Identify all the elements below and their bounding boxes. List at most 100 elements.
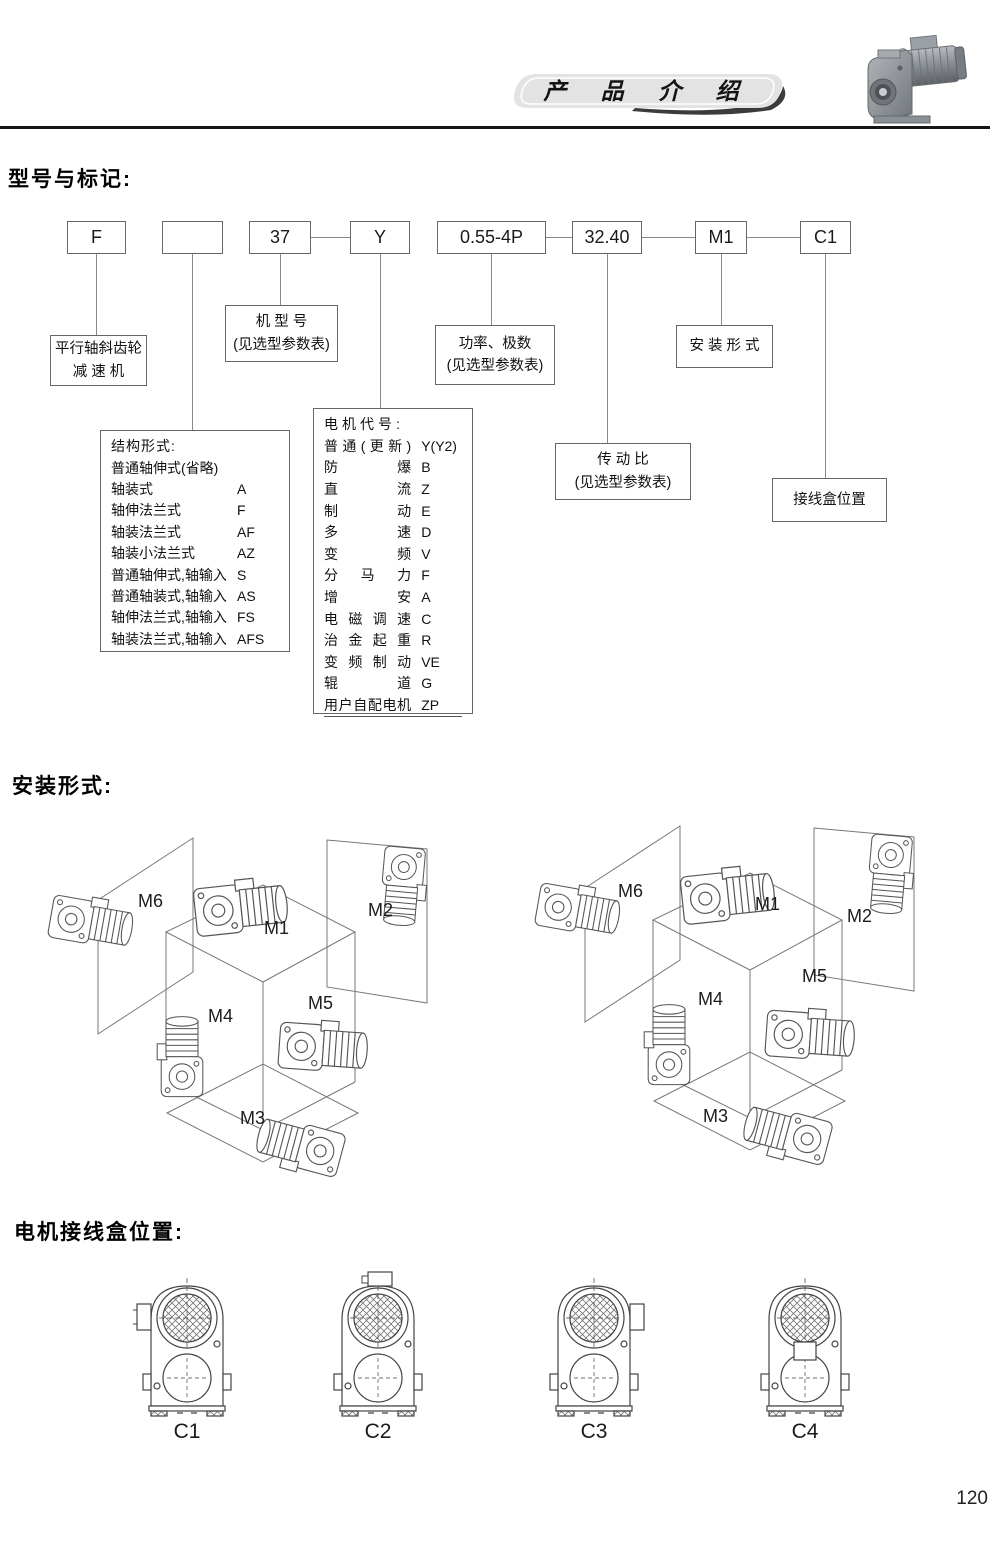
code-box-motor-code: Y [350,221,410,254]
motor-name: 直流 [324,480,412,497]
structure-name: 普通轴伸式,轴输入 [111,566,227,583]
callout-line: (见选型参数表) [446,358,544,374]
motor-code: C [421,610,432,627]
junction-label-c4: C4 [791,1420,819,1443]
leader-line [607,254,608,443]
code-box-terminal-box: C1 [800,221,851,254]
motor-view-c3 [549,1277,645,1417]
junction-section-heading: 电机接线盒位置: [14,1221,184,1244]
connector-line [642,237,695,238]
mounting-section-heading: 安装形式: [12,775,113,798]
motor-code-row: 变频制动 VE [324,651,462,673]
structure-row: 轴装小法兰式 AZ [111,543,279,564]
motor-box-title: 电机代号: [324,416,404,432]
junction-label-c3: C3 [580,1420,608,1443]
junction-label-c1: C1 [173,1420,201,1443]
motor-code: VE [421,653,440,670]
motor-code-row: 分马力 F [324,565,462,587]
leader-line [96,254,97,335]
motor-name: 防爆 [324,459,412,476]
callout-line: 传 动 比 [597,452,649,469]
code-box-structure [162,221,223,254]
structure-row: 普通轴伸式(省略) [111,457,279,478]
connector-line [311,237,350,238]
gearmotor-product-image [867,34,967,124]
motor-name: 变频制动 [324,653,412,670]
model-section-heading: 型号与标记: [8,168,132,191]
callout-line: (见选型参数表) [574,474,672,491]
structure-code: AS [237,588,256,605]
mount-label-m1: M1 [264,918,290,938]
motor-view-c1 [133,1277,232,1417]
mounting-diagram-right [517,788,977,1208]
structure-code: AZ [237,545,255,562]
junction-label-c2: C2 [364,1420,392,1443]
motor-view-c4 [760,1277,850,1417]
leader-line [491,254,492,325]
connector-line [747,237,800,238]
structure-code: AFS [237,630,265,647]
structure-name: 普通轴装式,轴输入 [111,588,227,605]
motor-name: 增安 [324,588,412,605]
mount-label-m3: M3 [240,1108,266,1128]
header-divider [0,126,990,129]
motor-code-row: 防爆 B [324,457,462,479]
motor-code-row: 治金起重 R [324,629,462,651]
mount-label-m5: M5 [308,993,334,1013]
mount-label-m6: M6 [138,891,164,911]
mount-label-m2: M2 [368,900,394,920]
callout-line: 安 装 形 式 [689,338,760,355]
structure-name: 轴装小法兰式 [111,545,195,562]
structure-code: AF [237,523,255,540]
motor-name: 分马力 [324,567,412,584]
connector-line [546,237,572,238]
motor-code: R [421,632,432,649]
motor-name: 多速 [324,524,412,541]
structure-name: 轴伸法兰式,轴输入 [111,609,227,626]
motor-code: F [421,567,430,584]
motor-code: Y(Y2) [421,437,457,454]
callout-power-poles: 功率、极数 (见选型参数表) [435,325,555,385]
motor-code-row: 普通(更新)Y(Y2) [324,435,462,457]
mount-label-m6: M6 [618,881,644,901]
motor-name: 治金起重 [324,632,412,649]
callout-line: 机 型 号 [255,314,308,331]
structure-code: FS [237,609,255,626]
motor-view-c2 [333,1271,423,1417]
motor-code-row: 直流 Z [324,478,462,500]
callout-line: 接线盒位置 [793,491,866,508]
motor-name: 电磁调速 [324,610,412,627]
motor-name: 用户自配电机 [324,696,412,713]
code-box-frame-size: 37 [249,221,311,254]
callout-terminal-box-position: 接线盒位置 [772,478,887,522]
page-number: 120 [956,1488,988,1509]
motor-code: G [421,675,433,692]
callout-mounting-form: 安 装 形 式 [676,325,773,368]
code-box-series: F [67,221,126,254]
leader-line [192,254,193,432]
leader-line [721,254,722,325]
mounting-diagram-left [30,800,490,1220]
motor-code: B [421,459,431,476]
mount-label-m1: M1 [755,894,781,914]
code-box-mounting: M1 [695,221,747,254]
structure-code: A [237,481,247,498]
callout-ratio: 传 动 比 (见选型参数表) [555,443,691,500]
motor-code: Z [421,480,430,497]
motor-code: ZP [421,696,440,713]
mount-label-m5: M5 [802,966,828,986]
mount-label-m3: M3 [703,1106,729,1126]
code-box-power-poles: 0.55-4P [437,221,546,254]
mount-label-m4: M4 [698,989,724,1009]
structure-name: 轴伸法兰式 [111,502,181,519]
leader-line [380,254,381,409]
